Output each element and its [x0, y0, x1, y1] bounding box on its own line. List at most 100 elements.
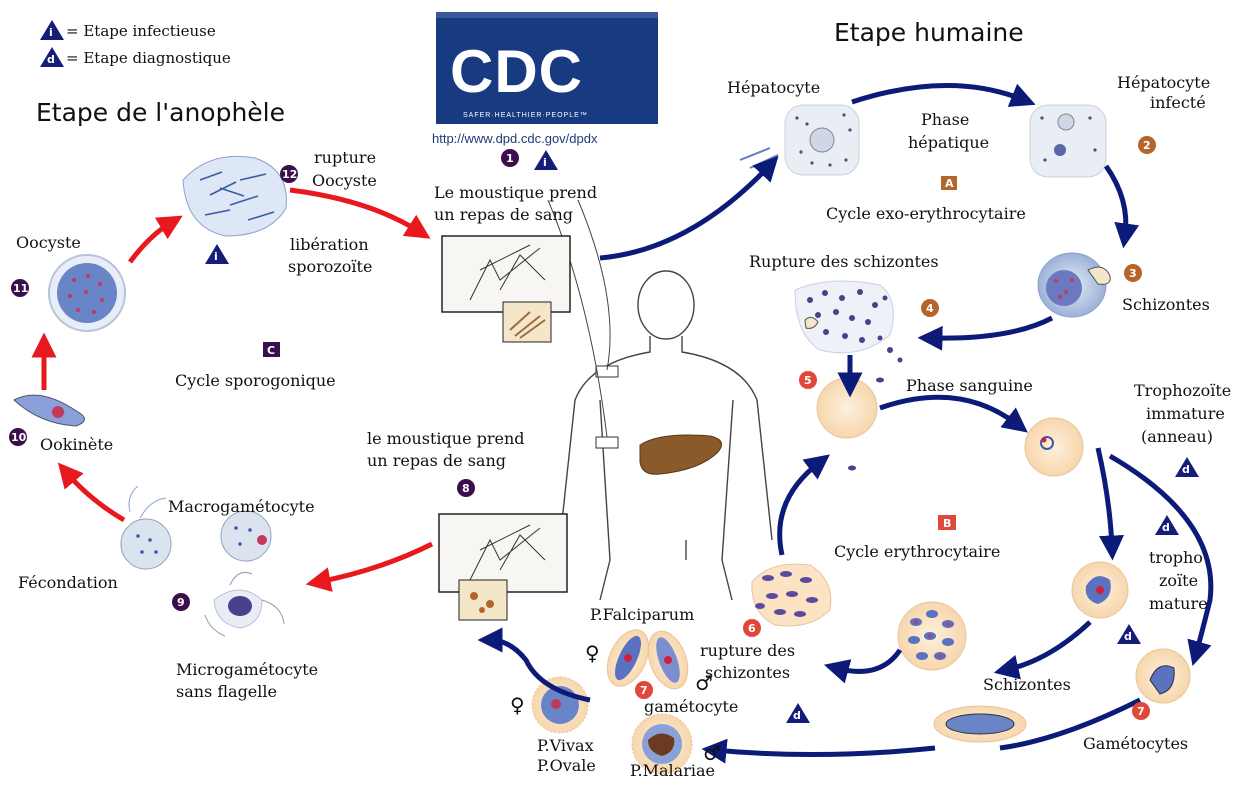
label-oocyst-rupture-2: Oocyste: [312, 171, 377, 190]
svg-text:d: d: [1124, 630, 1132, 643]
macrogametocyte-cell: [221, 511, 271, 561]
stage-badge-5: 5: [799, 371, 817, 389]
stage-badge-11: 11: [11, 279, 29, 297]
label-p-vivax: P.Vivax: [537, 736, 594, 755]
label-microgametocyte-1: Microgamétocyte: [176, 660, 318, 679]
svg-text:7: 7: [640, 684, 648, 697]
red-blood-cell-merozoite: [817, 378, 884, 471]
svg-text:i: i: [49, 26, 53, 39]
liver-schizont-cell: [1038, 253, 1110, 317]
cdc-logo: CDC SAFER·HEALTHIER·PEOPLE™: [436, 12, 658, 124]
svg-text:B: B: [943, 517, 951, 530]
label-p-falciparum: P.Falciparum: [590, 605, 694, 624]
label-schizonts-bottom: Schizontes: [983, 675, 1071, 694]
label-schizonts-top: Schizontes: [1122, 295, 1210, 314]
cdc-logo-text: CDC: [450, 38, 583, 105]
cdc-tagline: SAFER·HEALTHIER·PEOPLE™: [463, 112, 588, 119]
legend-diagnostic-label: = Etape diagnostique: [66, 49, 231, 67]
label-ookinete: Ookinète: [40, 435, 113, 454]
label-mature-trophozoite-1: tropho: [1149, 548, 1203, 567]
stage-badge-9: 9: [172, 593, 190, 611]
legend: i = Etape infectieuse d = Etape diagnost…: [40, 20, 231, 67]
legend-infective-label: = Etape infectieuse: [66, 22, 216, 40]
ruptured-schizont-bottom: [752, 564, 831, 626]
zygote-cell: [121, 486, 171, 569]
vivax-ovale-gametocyte: [532, 677, 588, 733]
stage-badge-1: 1: [501, 149, 519, 167]
female-symbol-vivax: ♀: [510, 693, 525, 717]
diagnostic-triangle-tropho: d: [1155, 515, 1179, 535]
diagnostic-stage-icon: d: [40, 47, 64, 67]
label-blood-phase: Phase sanguine: [906, 376, 1033, 395]
mosquito-bite-bottom-image: [439, 514, 567, 620]
hepatocyte-cell: [740, 105, 859, 175]
blood-schizont-cell: [898, 602, 966, 670]
label-infected-hepatocyte-2: infecté: [1150, 93, 1206, 112]
ookinete-cell: [14, 395, 85, 426]
microgametocyte-cell: [205, 572, 284, 636]
label-fecondation: Fécondation: [18, 573, 118, 592]
male-symbol-malariae: ♂: [703, 741, 721, 765]
label-erythrocytic-cycle: Cycle erythrocytaire: [834, 542, 1000, 561]
svg-text:1: 1: [506, 152, 514, 165]
mosquito-bite-top-image: [442, 236, 570, 342]
stage-badge-6: 6: [743, 619, 761, 637]
stage-badge-7-blood: 7: [1132, 702, 1150, 720]
infective-triangle-1: i: [534, 150, 558, 170]
label-oocyst: Oocyste: [16, 233, 81, 252]
heading-mosquito-stage: Etape de l'anophèle: [36, 98, 285, 127]
label-mosquito-meal-top-2: un repas de sang: [434, 205, 573, 224]
cycle-box-C: C: [263, 342, 280, 357]
svg-text:12: 12: [282, 168, 297, 181]
red-blood-cell-gametocyte: [1136, 649, 1190, 703]
label-hepatocyte: Hépatocyte: [727, 78, 820, 97]
stage-badge-10: 10: [9, 428, 27, 446]
label-mosquito-meal-bottom-1: le moustique prend: [367, 429, 525, 448]
svg-text:7: 7: [1137, 705, 1145, 718]
oocyst-cell: [49, 255, 125, 331]
cycle-box-A: A: [941, 176, 957, 190]
label-liver-phase-1: Phase: [921, 110, 969, 129]
svg-text:8: 8: [462, 482, 470, 495]
label-mosquito-meal-top-1: Le moustique prend: [434, 183, 597, 202]
stage-badge-12: 12: [280, 165, 298, 183]
diagnostic-triangle-schizont: d: [1117, 624, 1141, 644]
female-symbol-falciparum: ♀: [585, 641, 600, 665]
label-immature-trophozoite-2: immature: [1146, 404, 1225, 423]
label-infected-hepatocyte-1: Hépatocyte: [1117, 73, 1210, 92]
stage-badge-4: 4: [921, 299, 939, 317]
svg-text:d: d: [1162, 521, 1170, 534]
svg-text:C: C: [267, 344, 275, 357]
svg-text:3: 3: [1129, 267, 1137, 280]
heading-human-stage: Etape humaine: [834, 18, 1024, 47]
diagnostic-triangle-gametocyte: d: [786, 703, 810, 723]
infective-stage-icon: i: [40, 20, 64, 40]
svg-text:5: 5: [804, 374, 812, 387]
stage-badges: 1 2 3 4 5 6 7 7 8 9 10 11 12: [9, 136, 1156, 720]
red-blood-cell-ring-trophozoite: [1025, 418, 1083, 476]
cdc-url: http://www.dpd.cdc.gov/dpdx: [432, 131, 598, 146]
label-p-ovale: P.Ovale: [537, 756, 596, 775]
red-blood-cell-mature-trophozoite: [1072, 562, 1128, 618]
label-gametocytes: Gamétocytes: [1083, 734, 1188, 753]
svg-text:A: A: [945, 177, 954, 190]
label-immature-trophozoite-1: Trophozoïte: [1134, 381, 1231, 400]
cycle-box-B: B: [938, 515, 956, 530]
label-macrogametocyte: Macrogamétocyte: [168, 497, 315, 516]
label-sporozoite-release-2: sporozoïte: [288, 257, 372, 276]
diagnostic-triangle-ring: d: [1175, 457, 1199, 477]
infected-hepatocyte-cell: [1030, 105, 1106, 177]
svg-text:10: 10: [11, 431, 27, 444]
label-sporogonic-cycle: Cycle sporogonique: [175, 371, 336, 390]
svg-text:d: d: [47, 53, 55, 66]
ruptured-schizont-top: [795, 281, 903, 363]
label-schizont-rupture-top: Rupture des schizontes: [749, 252, 939, 271]
stage-badge-2: 2: [1138, 136, 1156, 154]
stage-badge-8: 8: [457, 479, 475, 497]
infective-triangle-12: i: [205, 244, 229, 264]
svg-text:6: 6: [748, 622, 756, 635]
stage-badge-3: 3: [1124, 264, 1142, 282]
label-schizont-rupture-bottom-2: schizontes: [705, 663, 790, 682]
